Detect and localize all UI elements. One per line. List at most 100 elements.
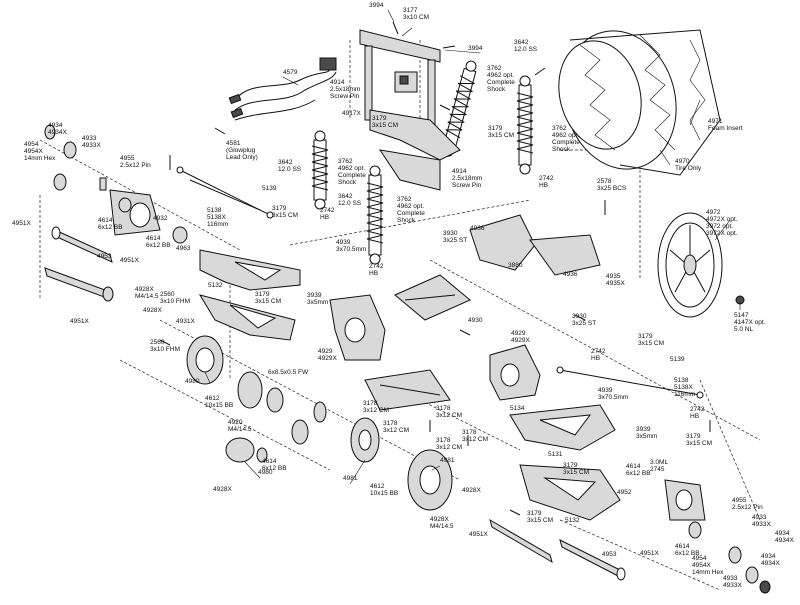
upper-bracket <box>369 109 461 191</box>
rear-shock-mount <box>469 214 601 276</box>
label-line: 10x15 BB <box>370 490 398 497</box>
label-line: 3x15 CM <box>563 469 589 476</box>
label-line: 3x12 CM <box>363 407 389 414</box>
label-line: 3642 <box>338 193 353 200</box>
label-line: 3179 <box>527 510 542 517</box>
label-line: 2742 <box>320 207 335 214</box>
label-5132-a: 5132 <box>208 282 223 289</box>
label-line: 4931X <box>176 318 195 325</box>
label-line: 4980 <box>185 378 200 385</box>
label-line: 5138 <box>674 377 689 384</box>
label-4936: 4936 <box>470 225 485 232</box>
label-line: 14mm Hex <box>692 569 724 576</box>
label-line: 5132 <box>565 517 580 524</box>
label-line: 3179 <box>272 205 287 212</box>
label-4951x-b: 4951X <box>120 257 139 264</box>
label-line: 3x5mm <box>636 433 657 440</box>
label-4930: 4930 <box>468 317 483 324</box>
label-line: 4955 <box>732 497 747 504</box>
label-line: HB <box>539 182 548 189</box>
label-4928x-c: 4928X <box>213 486 232 493</box>
front-differential <box>186 335 453 511</box>
label-line: 3x15 CM <box>272 212 298 219</box>
label-4981-a: 4981 <box>343 475 358 482</box>
label-line: 3x25 BCS <box>597 185 627 192</box>
label-line: 4970 <box>675 158 690 165</box>
label-line: 3x5mm <box>307 299 328 306</box>
label-line: Foam Insert <box>708 125 743 132</box>
label-line: 3x12 CM <box>436 444 462 451</box>
label-line: 4962 opt. <box>552 132 579 139</box>
chassis-plates <box>364 274 471 411</box>
label-line: 3x10 CM <box>403 14 429 21</box>
label-line: 2.5x12 Pin <box>732 504 763 511</box>
label-line: 5139 <box>670 356 685 363</box>
label-line: 3x15 CM <box>255 298 281 305</box>
label-line: 6x8.5x0.5 FW <box>268 369 309 376</box>
label-line: 116mm <box>674 391 695 398</box>
label-line: M4/14.5 <box>430 523 454 530</box>
screws <box>159 21 711 516</box>
label-line: 4933 <box>723 575 738 582</box>
label-line: 4935 <box>606 273 621 280</box>
label-line: 4914 <box>452 168 467 175</box>
label-line: 10x15 BB <box>205 402 233 409</box>
label-line: M4/14.5 <box>135 293 159 300</box>
label-line: 3x70.5mm <box>336 246 366 253</box>
label-line: 4936 <box>470 225 485 232</box>
label-line: Screw Pin <box>330 93 360 100</box>
label-line: 2742 <box>690 406 705 413</box>
label-line: 4612 <box>370 483 385 490</box>
label-5139-top: 5139 <box>262 185 277 192</box>
leader-lines <box>204 9 741 485</box>
label-line: 3x15 CM <box>372 122 398 129</box>
label-line: Complete <box>487 79 515 86</box>
label-4936b: 4936 <box>563 271 578 278</box>
label-line: 3994 <box>369 2 384 9</box>
wheel-rim <box>657 212 745 318</box>
label-line: 4928X <box>430 516 449 523</box>
label-line: 4981 <box>343 475 358 482</box>
label-line: 3x12 CM <box>436 412 462 419</box>
label-line: 4581 <box>226 140 241 147</box>
label-line: 6x12 BB <box>146 242 171 249</box>
label-line: 4953 <box>602 551 617 558</box>
label-line: 6x12 BB <box>626 470 651 477</box>
label-line: Lead Only) <box>226 154 258 161</box>
label-line: 2742 <box>369 263 384 270</box>
label-line: 116mm <box>207 221 228 228</box>
label-line: Complete <box>552 139 580 146</box>
label-line: 3642 <box>278 159 293 166</box>
label-line: M4/14.5 <box>228 426 252 433</box>
label-line: 4579 <box>283 69 298 76</box>
